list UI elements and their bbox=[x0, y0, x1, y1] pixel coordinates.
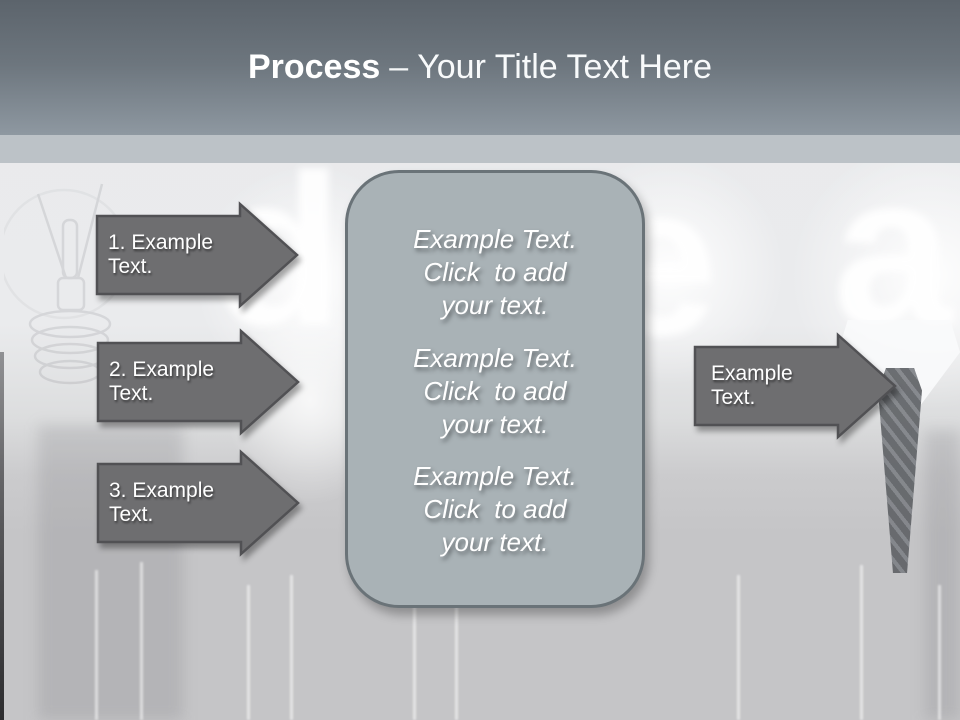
page-title[interactable]: Process–Your Title Text Here bbox=[248, 48, 712, 87]
text-block-3[interactable]: Example Text. Click to add your text. bbox=[362, 460, 628, 559]
arrow-label: Example Text. bbox=[711, 362, 793, 409]
trouser-crease bbox=[455, 590, 458, 720]
arrow-right-icon bbox=[95, 201, 299, 309]
header-accent-band bbox=[0, 135, 960, 163]
placeholder-line: your text. bbox=[441, 408, 549, 439]
trouser-crease bbox=[247, 585, 250, 720]
text-block-1[interactable]: Example Text. Click to add your text. bbox=[362, 223, 628, 322]
placeholder-line: your text. bbox=[441, 290, 549, 320]
arrow-label: 3. Example Text. bbox=[109, 479, 215, 526]
arrow-right-icon bbox=[96, 328, 300, 436]
process-arrow-3[interactable]: 3. Example Text. bbox=[96, 449, 301, 557]
placeholder-line: Example Text. bbox=[413, 342, 577, 373]
arrow-label: 1. Example Text. bbox=[108, 231, 214, 278]
process-arrow-2[interactable]: 2. Example Text. bbox=[96, 328, 301, 436]
trouser-crease bbox=[140, 562, 143, 720]
suit-silhouette bbox=[925, 430, 960, 720]
arrow-label: 2. Example Text. bbox=[109, 358, 215, 405]
trouser-crease bbox=[95, 570, 98, 720]
placeholder-line: Click to add bbox=[423, 375, 567, 406]
slide-header: Process–Your Title Text Here bbox=[0, 0, 960, 135]
trouser-crease bbox=[413, 600, 416, 720]
placeholder-line: your text. bbox=[441, 527, 549, 557]
placeholder-line: Example Text. bbox=[413, 224, 577, 254]
result-arrow[interactable]: Example Text. bbox=[693, 332, 898, 440]
trouser-crease bbox=[938, 585, 941, 720]
photo-left-edge bbox=[0, 352, 4, 720]
placeholder-line: Click to add bbox=[423, 257, 567, 287]
businessman-figure bbox=[838, 320, 960, 575]
process-arrow-1[interactable]: 1. Example Text. bbox=[95, 201, 300, 309]
title-keyword: Process bbox=[247, 48, 381, 86]
placeholder-line: Click to add bbox=[423, 494, 567, 524]
title-placeholder-text: Your Title Text Here bbox=[417, 48, 713, 86]
arrow-right-icon bbox=[96, 449, 300, 557]
trouser-crease bbox=[860, 565, 863, 720]
center-text-panel[interactable]: Example Text. Click to add your text. Ex… bbox=[345, 170, 645, 608]
text-block-2[interactable]: Example Text. Click to add your text. bbox=[362, 342, 628, 441]
lightbulb-sketch-icon bbox=[4, 183, 116, 385]
trouser-crease bbox=[290, 575, 293, 720]
arrow-right-icon bbox=[693, 332, 897, 440]
trouser-crease bbox=[737, 575, 740, 720]
title-separator: – bbox=[389, 48, 409, 86]
placeholder-line: Example Text. bbox=[413, 461, 577, 491]
